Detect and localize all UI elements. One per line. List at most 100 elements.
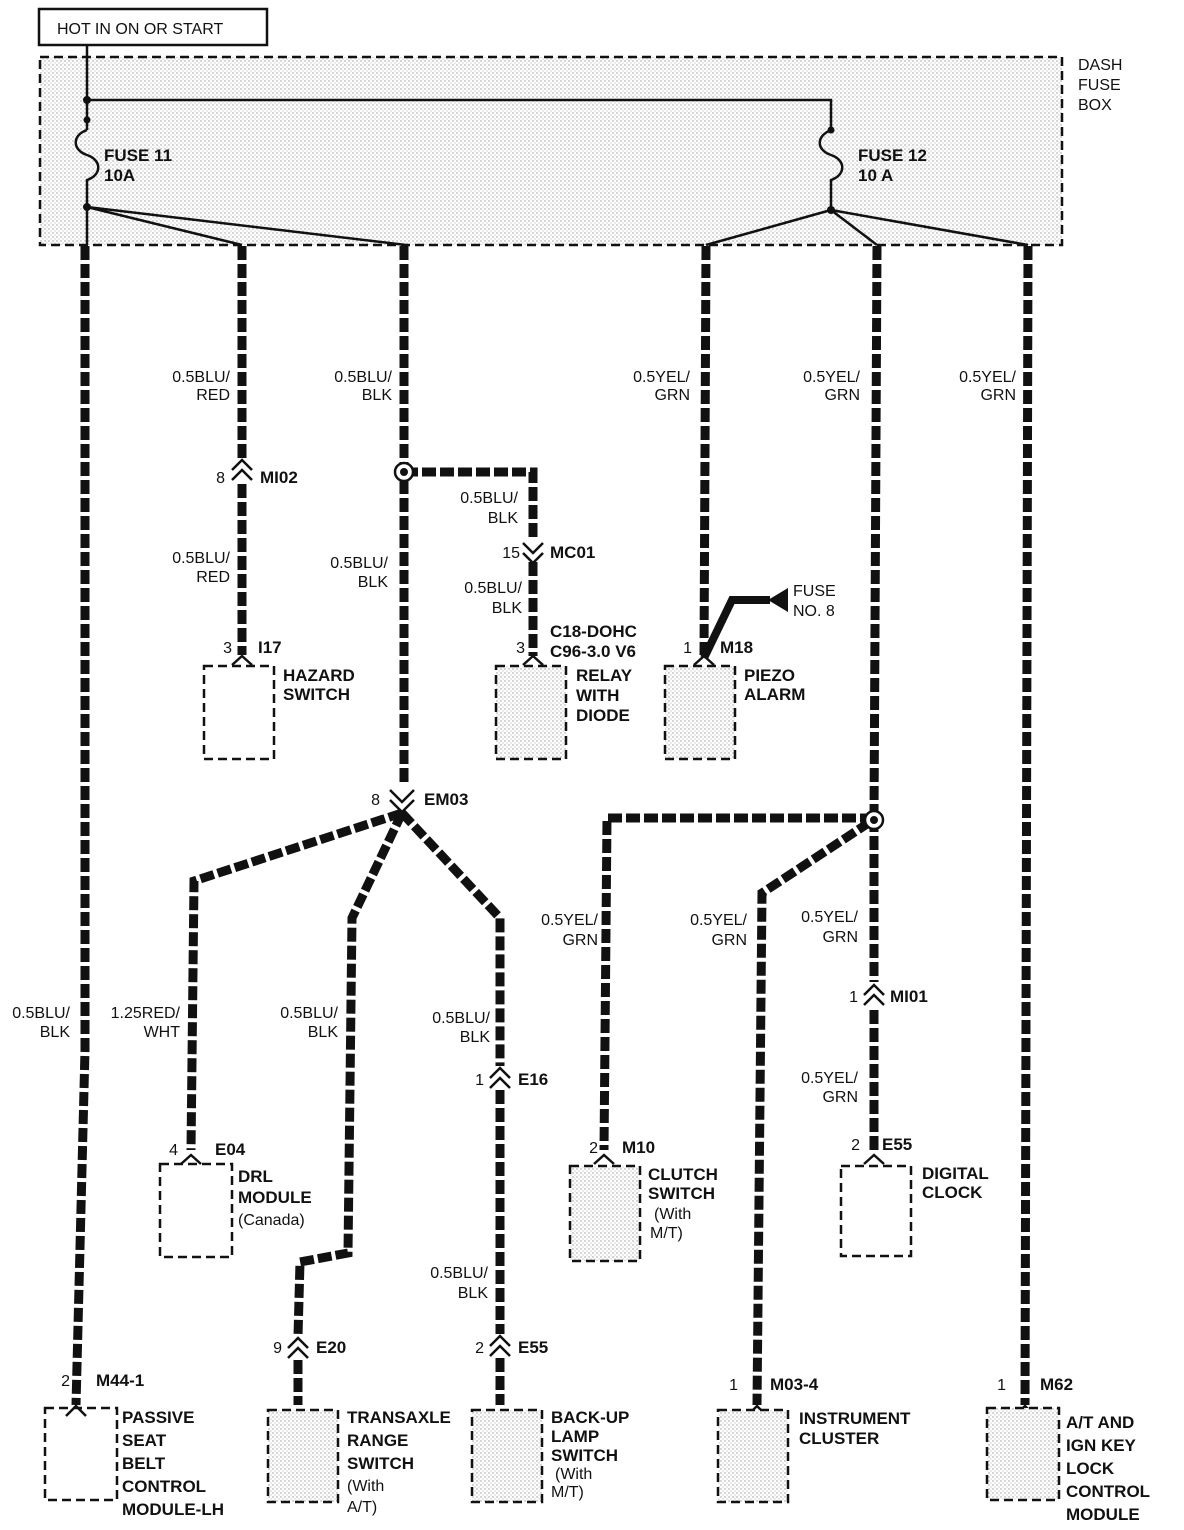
connector-e20-icon [287,1336,309,1359]
component-labels: 3 I17 HAZARD SWITCH 3 RELAY WITH DIODE 1… [61,638,1150,1524]
wire-label: BLK [362,387,393,404]
wire-label: GRN [822,1089,858,1106]
connector-id: E55 [518,1338,548,1357]
wire-label: WHT [144,1024,181,1041]
wire-relay-upper [404,467,538,540]
fuse-11-name: FUSE 11 [104,146,172,165]
component-boxes [43,664,1061,1504]
component-name: SWITCH [283,685,350,704]
component-id: I17 [258,638,282,657]
wire-label: 0.5YEL/ [801,1070,858,1087]
wire-label: 0.5YEL/ [803,369,860,386]
fuse-ref-line2: NO. 8 [793,603,835,620]
fuse-box-label-1: DASH [1078,57,1122,74]
wire-label: GRN [654,387,690,404]
clutch-switch-box [568,1164,642,1263]
component-name: SWITCH [648,1184,715,1203]
component-name: (With [347,1478,384,1495]
wire-label: 0.5BLU/ [430,1265,488,1282]
wire-label: BLK [358,574,389,591]
component-name: CONTROL [1066,1482,1150,1501]
component-pin: 3 [516,640,525,657]
connector-pin: 9 [273,1340,282,1357]
instrument-cluster-box [716,1408,790,1504]
fuse-12-name: FUSE 12 [858,146,927,165]
component-name: MODULE-LH [122,1500,224,1519]
connector-symbols [65,458,1036,1417]
dash-fuse-box: DASH FUSE BOX [38,55,1122,247]
component-id: M10 [622,1138,655,1157]
backup-lamp-switch-box [470,1408,544,1504]
wire-label: 0.5BLU/ [464,580,522,597]
fuse-11-rating: 10A [104,166,135,185]
component-name: ALARM [744,685,805,704]
component-name: DRL [238,1167,273,1186]
connector-pin: 2 [475,1340,484,1357]
digital-clock-box [839,1164,913,1258]
fuse-11-icon [74,128,100,205]
fuse-box-internal-wiring: FUSE 11 10A FUSE 12 10 A [74,45,1029,247]
wire-label: 0.5BLU/ [460,490,518,507]
wire-harness [71,245,1033,1406]
connector-mc01-icon [522,542,544,565]
component-id: E04 [215,1140,246,1159]
component-name: DIGITAL [922,1164,989,1183]
component-name: CLUSTER [799,1429,879,1448]
component-id: E55 [882,1135,912,1154]
wire-instrument-cluster [752,818,873,1406]
connector-pin: 15 [502,545,520,562]
component-name: LOCK [1066,1459,1115,1478]
hot-in-on-or-start-label: HOT IN ON OR START [37,7,269,47]
connector-id: EM03 [424,790,468,809]
connector-em03-icon [389,789,415,814]
fuse-box-label-3: BOX [1078,97,1112,114]
component-name: DIODE [576,706,630,725]
relay-box [494,664,568,761]
splice-points [393,461,885,831]
component-name: RANGE [347,1431,408,1450]
fuse-no-8-arrow-icon [768,588,788,612]
component-name: PIEZO [744,666,795,685]
wire-label: GRN [980,387,1016,404]
wire-label: BLK [492,600,523,617]
wire-label: 0.5BLU/ [432,1010,490,1027]
component-id: M03-4 [770,1375,819,1394]
connector-id: MI02 [260,468,298,487]
component-name: SWITCH [551,1446,618,1465]
wire-label: 0.5BLU/ [172,369,230,386]
wire-label: GRN [822,929,858,946]
component-id: M62 [1040,1375,1073,1394]
component-name: (Canada) [238,1212,305,1229]
component-name: TRANSAXLE [347,1408,451,1427]
component-name: BELT [122,1454,166,1473]
component-name: M/T) [650,1225,683,1242]
component-id: M44-1 [96,1371,144,1390]
component-name: CLUTCH [648,1165,718,1184]
piezo-alarm-box [663,664,737,761]
component-name: SEAT [122,1431,167,1450]
component-name: SWITCH [347,1454,414,1473]
wire-label: BLK [308,1024,339,1041]
wire-piezo [699,245,711,656]
connector-id: MC01 [550,543,595,562]
component-pin: 1 [997,1377,1006,1394]
connector-pin: 1 [849,989,858,1006]
wire-label: 0.5YEL/ [541,912,598,929]
wire-label: 0.5YEL/ [633,369,690,386]
wire-label: 0.5BLU/ [334,369,392,386]
engine-note-line2: C96-3.0 V6 [550,642,636,661]
wire-label: RED [196,569,230,586]
component-pin: 1 [729,1377,738,1394]
passive-seat-belt-box [43,1406,119,1502]
wire-at-ign-key-lock [1020,245,1033,1406]
connector-mi02-icon [231,458,253,481]
wire-label: 0.5BLU/ [330,555,388,572]
component-name: CLOCK [922,1183,983,1202]
wire-label: 0.5YEL/ [959,369,1016,386]
wire-label: BLK [458,1285,489,1302]
fuse-box-label-2: FUSE [1078,77,1121,94]
component-pin: 2 [851,1137,860,1154]
fuse-12-icon [818,128,844,208]
wire-label: 0.5YEL/ [690,912,747,929]
component-name: CONTROL [122,1477,206,1496]
